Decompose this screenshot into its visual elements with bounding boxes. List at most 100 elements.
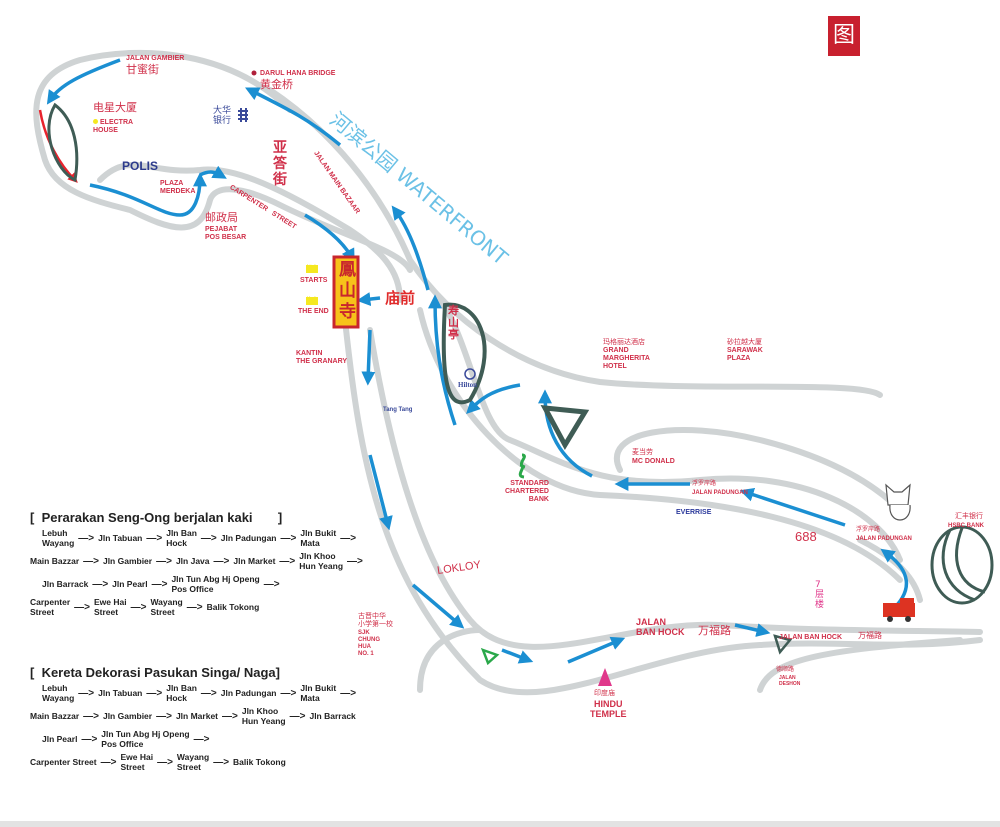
jalan-gambier-cn-label: 甘蜜街 [126,63,159,76]
jalan-gambier-label: JALAN GAMBIER [126,55,185,62]
jalan-padungan-label: JALAN PADUNGAN [692,490,748,496]
hindu-temple-icon [598,668,612,686]
legend-title: [ Kereta Dekorasi Pasukan Singa/ Naga] [30,665,281,680]
route-step: Jln Khoo Hun Yeang [299,551,344,571]
arrow-icon: —> [280,532,297,544]
route-step: Jln Pearl [112,579,148,589]
arrow-icon: —> [156,710,172,722]
route-step: Wayang Street [150,597,183,617]
route-step: Balik Tokong [233,757,286,767]
jalan-ban-hock-2-label: JALAN BAN HOCK [779,634,842,641]
legend-walking-procession: [ Perarakan Seng-Ong berjalan kaki ] Leb… [30,510,363,617]
shoushan-pavilion-island [441,302,487,405]
route-step: Jln Tabuan [98,533,143,543]
route-step: Jln Tun Abg Hj Openg Pos Office [171,574,260,594]
atap-street-cn-label: 亚 答 街 [273,140,287,188]
arrow-icon: —> [347,555,363,567]
legend-decorated-floats: [ Kereta Dekorasi Pasukan Singa/ Naga] L… [30,665,356,772]
route-arrow [567,636,626,664]
route-arrow [428,294,457,426]
starts-label: STARTS [300,277,328,284]
legend-route-row: Lebuh Wayang—>Jln Tabuan—>Jln Ban Hock—>… [42,528,363,548]
legend-route-row: Carpenter Street—>Ewe Hai Street—>Wayang… [30,597,363,617]
arrow-icon: —> [280,687,297,699]
road-padungan [417,307,903,583]
arrow-icon: —> [193,733,210,745]
shoushan-pavilion-label: 寿 山 亭 [448,304,459,341]
road-padungan-south [614,427,903,513]
electra-house-cn-label: 电星大厦 [93,101,137,114]
route-arrow [466,383,521,414]
the-end-label: THE END [298,308,329,315]
legend-route-row: Lebuh Wayang—>Jln Tabuan—>Jln Ban Hock—>… [42,683,356,703]
road-tabuan [367,327,983,650]
sarawak-plaza-cn-label: 砂拉越大厦 [727,338,762,346]
uob-bank-label: 大华 银行 [213,106,232,126]
roundabout-electra [47,102,79,183]
legend-route-row: Carpenter Street—>Ewe Hai Street—>Wayang… [30,752,356,772]
temple-name-label: 鳳 山 寺 [339,260,356,322]
end-cn-label: 终点 [306,297,319,305]
legend-route-row: Main Bazzar—>Jln Gambier—>Jln Market—>Jl… [30,706,356,726]
hindu-temple-cn-label: 印度庙 [594,689,615,697]
route-step: Main Bazzar [30,556,80,566]
route-step: Jln Khoo Hun Yeang [241,706,286,726]
sjk-chung-hua-cn-label: 古晋中华 小学第一校 [358,612,393,628]
route-step: Jln Tabuan [98,688,143,698]
route-step: Jln Market [175,711,218,721]
arrow-icon: —> [146,532,163,544]
road-outer-loop [33,49,413,273]
arrow-icon: —> [78,532,95,544]
route-arrow [411,583,465,629]
tang-tang-label: Tang Tang [383,407,413,413]
kantin-granary-label: KANTIN THE GRANARY [296,350,348,365]
landmark-dot-icon [93,119,98,124]
arrow-icon: —> [213,555,230,567]
route-arrow [739,487,846,527]
roundabout-triangle-green [480,647,500,666]
route-step: Carpenter Street [30,597,71,617]
arrow-icon: —> [263,578,280,590]
logo: 图 [828,16,860,56]
hsbc-label: HSBC BANK [948,523,984,529]
polis-label: POLIS [122,159,159,173]
electra-house-label: ELECTRA HOUSE [93,119,134,134]
arrow-icon: —> [92,578,109,590]
grand-margherita-cn-label: 玛格丽达酒店 [603,338,645,346]
arrow-icon: —> [213,756,230,768]
jalan-ban-hock-cn-label: 万福路 [698,624,731,637]
standard-chartered-label: STANDARD CHARTERED BANK [505,480,549,503]
arrow-icon: —> [340,532,357,544]
route-step: Jln Barrack [42,579,89,589]
route-step: Ewe Hai Street [94,597,127,617]
arrow-icon: —> [100,756,117,768]
hindu-temple-label: HINDU TEMPLE [590,699,627,719]
route-arrow [361,329,376,386]
route-step: Jln Pearl [42,734,78,744]
road-tabuan-outer [342,317,983,696]
bridge-marker-icon [251,70,257,76]
arrow-icon: —> [130,601,147,613]
arrow-icon: —> [279,555,296,567]
route-step: Jln Ban Hock [166,683,197,703]
everrise-label: EVERRISE [676,509,712,516]
route-arrow [199,165,227,179]
mcdonald-cn-label: 麦当劳 [632,448,653,456]
darul-hana-bridge-cn-label: 黄金桥 [260,78,293,91]
route-arrow [46,58,121,105]
bank-building-icon [238,108,248,122]
post-office-cn-label: 邮政局 [205,211,238,224]
sjk-chung-hua-label: SJK CHUNG HUA NO. 1 [358,630,380,657]
starts-cn-label: 起点 [306,265,319,273]
arrow-icon: —> [340,687,357,699]
arrow-icon: —> [146,687,163,699]
arrow-icon: —> [78,687,95,699]
arrow-icon: —> [186,601,203,613]
688-label: 688 [795,529,817,544]
arrow-icon: —> [200,532,217,544]
route-arrow [356,292,381,307]
standard-chartered-logo-icon [518,453,526,479]
arrow-icon: —> [83,710,99,722]
fire-truck-icon [883,598,915,622]
